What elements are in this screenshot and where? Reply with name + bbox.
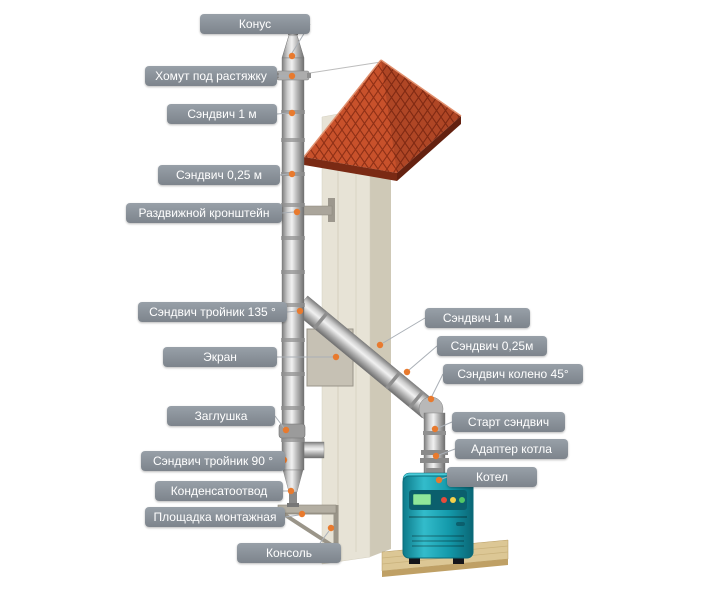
boiler-leg bbox=[453, 556, 464, 564]
roof-shade bbox=[381, 60, 461, 173]
leader-line bbox=[438, 448, 456, 456]
label-ekran: Экран bbox=[163, 347, 277, 367]
leader-line bbox=[281, 211, 295, 214]
marker-dot bbox=[376, 341, 384, 349]
leader-line bbox=[274, 415, 285, 429]
boiler-adapter-ring bbox=[420, 458, 449, 463]
condensate-drain bbox=[282, 469, 304, 507]
label-kotel: Котел bbox=[447, 467, 537, 487]
leader-line bbox=[284, 514, 300, 518]
roof-eave-right bbox=[397, 116, 461, 181]
marker-dot bbox=[431, 425, 439, 433]
leader-line bbox=[382, 317, 426, 344]
marker-dot bbox=[288, 52, 296, 60]
start-sandwich-joint bbox=[423, 431, 446, 435]
marker-dot bbox=[293, 208, 301, 216]
label-start-sandwich: Старт сэндвич bbox=[452, 412, 565, 432]
marker-dot bbox=[403, 368, 411, 376]
wall-side bbox=[370, 102, 391, 557]
boiler bbox=[402, 472, 474, 564]
guy-wire bbox=[296, 61, 382, 76]
label-ploschadka-montazhnaya: Площадка монтажная bbox=[145, 507, 285, 527]
boiler-button-red bbox=[441, 497, 447, 503]
roof-tiles bbox=[304, 60, 461, 173]
tee-135-branch bbox=[294, 295, 436, 419]
boiler-leg bbox=[409, 556, 420, 564]
leader-lines bbox=[274, 23, 456, 544]
label-sandwich-025m-right: Сэндвич 0,25м bbox=[437, 336, 547, 356]
label-adapter-kotla: Адаптер котла bbox=[455, 439, 568, 459]
boiler-flue-pipe bbox=[420, 412, 449, 479]
leader-line bbox=[279, 173, 290, 176]
leader-line bbox=[437, 421, 453, 429]
label-sandwich-troinik-135: Сэндвич тройник 135 ° bbox=[138, 302, 287, 322]
marker-dot bbox=[296, 307, 304, 315]
label-konsol: Консоль bbox=[237, 543, 341, 563]
leader-line bbox=[441, 476, 448, 480]
label-sandwich-koleno-45: Сэндвич колено 45° bbox=[443, 364, 583, 384]
label-zaglushka: Заглушка bbox=[167, 406, 275, 426]
label-konus: Конус bbox=[200, 14, 310, 34]
boiler-display bbox=[412, 493, 432, 506]
marker-dot bbox=[298, 510, 306, 518]
marker-dot bbox=[427, 395, 435, 403]
marker-dot bbox=[287, 487, 295, 495]
boiler-button-yellow bbox=[450, 497, 456, 503]
mounting-platform bbox=[277, 504, 337, 514]
marker-dot bbox=[327, 524, 335, 532]
marker-dot bbox=[288, 72, 296, 80]
label-sandwich-1m-right: Сэндвич 1 м bbox=[425, 308, 530, 328]
leader-line bbox=[319, 530, 330, 544]
marker-dot bbox=[282, 426, 290, 434]
leader-line bbox=[286, 310, 298, 313]
label-sandwich-025m-left: Сэндвич 0,25 м bbox=[158, 165, 280, 185]
leader-line bbox=[431, 373, 444, 397]
roof bbox=[303, 59, 462, 181]
boiler-handle bbox=[456, 522, 465, 526]
marker-dot bbox=[288, 109, 296, 117]
tee-90-branch bbox=[303, 441, 325, 459]
label-kondensatootvod: Конденсатоотвод bbox=[155, 481, 283, 501]
label-razdvizhnoy-kronshtein: Раздвижной кронштейн bbox=[126, 203, 282, 223]
marker-dot bbox=[332, 353, 340, 361]
marker-dot bbox=[432, 452, 440, 460]
label-sandwich-1m-left: Сэндвич 1 м bbox=[167, 104, 277, 124]
roof-eave-left bbox=[304, 157, 397, 181]
label-sandwich-troinik-90: Сэндвич тройник 90 ° bbox=[141, 451, 285, 471]
label-homut-pod-rastyazhku: Хомут под растяжку bbox=[145, 66, 277, 86]
chimney-pipe bbox=[275, 29, 311, 471]
marker-dot bbox=[288, 170, 296, 178]
leader-line bbox=[276, 112, 290, 115]
marker-dot bbox=[435, 476, 443, 484]
boiler-button-green bbox=[459, 497, 465, 503]
flue-collar bbox=[426, 468, 443, 477]
leader-line bbox=[408, 345, 438, 371]
boiler-adapter-ring bbox=[421, 450, 448, 455]
